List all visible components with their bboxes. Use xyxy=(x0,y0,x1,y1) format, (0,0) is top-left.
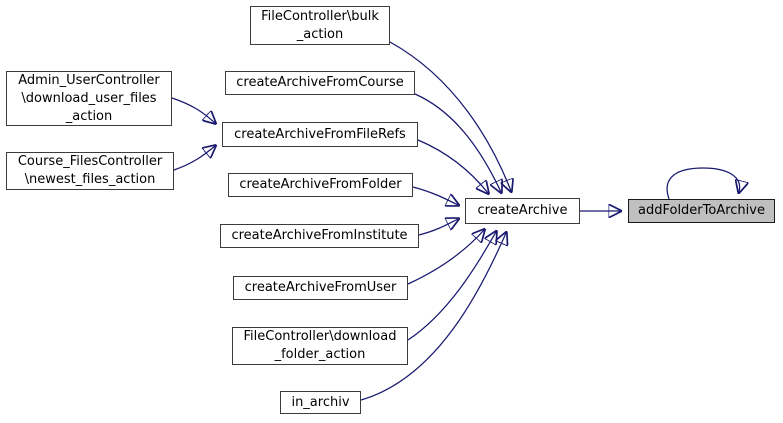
edge-bulk-action-to-createarchive xyxy=(389,41,511,191)
node-createarchivefrominstitute[interactable]: createArchiveFromInstitute xyxy=(220,224,419,248)
node-label-line: \newest_files_action xyxy=(24,172,156,187)
edge-fromfilerefs-to-createarchive xyxy=(417,139,488,193)
node-createarchivefromfilerefs[interactable]: createArchiveFromFileRefs xyxy=(222,122,418,147)
node-label-line: FileController\download xyxy=(243,329,397,344)
node-in-archiv[interactable]: in_archiv xyxy=(280,391,361,414)
node-addfoldertoarchive[interactable]: addFolderToArchive xyxy=(628,199,775,223)
node-label-line: addFolderToArchive xyxy=(638,203,765,218)
node-label-line: createArchive xyxy=(477,203,568,218)
node-label-line: _action xyxy=(296,26,344,42)
edge-fromuser-to-createarchive xyxy=(407,230,484,285)
node-label-line: Course_FilesController xyxy=(17,154,163,169)
edge-addfoldertoarchive-self-loop xyxy=(666,167,740,200)
node-label-line: createArchiveFromFolder xyxy=(239,177,402,192)
node-label-line: createArchiveFromCourse xyxy=(236,75,404,90)
node-label-line: FileController\bulk xyxy=(261,8,379,24)
node-label-line: createArchiveFromInstitute xyxy=(231,228,408,243)
edge-in-archiv-to-createarchive xyxy=(360,233,506,401)
node-label-line: _action xyxy=(65,108,113,124)
edge-fromcourse-to-createarchive xyxy=(414,93,501,192)
node-label-line: _folder_action xyxy=(274,347,366,362)
node-filecontroller-bulk-action[interactable]: FileController\bulk _action xyxy=(250,6,390,45)
node-filecontroller-download-folder-action[interactable]: FileController\download _folder_action xyxy=(232,327,408,365)
node-label-line: in_archiv xyxy=(291,394,350,410)
edge-download-folder-action-to-createarchive xyxy=(407,232,496,341)
edge-frominstitute-to-createarchive xyxy=(418,219,458,236)
node-createarchivefromuser[interactable]: createArchiveFromUser xyxy=(233,276,408,300)
node-createarchivefromfolder[interactable]: createArchiveFromFolder xyxy=(228,173,413,197)
edge-course-filescontroller-to-fromfilerefs xyxy=(173,146,215,171)
edge-fromfolder-to-createarchive xyxy=(412,186,458,205)
node-label-line: createArchiveFromUser xyxy=(244,280,397,295)
node-label-line: createArchiveFromFileRefs xyxy=(234,126,406,142)
node-course-filescontroller-newest-files-action[interactable]: Course_FilesController \newest_files_act… xyxy=(6,152,174,190)
edge-admin-usercontroller-to-fromfilerefs xyxy=(171,97,215,123)
node-label-line: Admin_UserController xyxy=(18,72,160,88)
node-createarchivefromcourse[interactable]: createArchiveFromCourse xyxy=(225,71,415,95)
node-createarchive[interactable]: createArchive xyxy=(465,198,580,224)
node-admin-usercontroller-download-user-files-action[interactable]: Admin_UserController \download_user_file… xyxy=(6,71,172,126)
node-label-line: \download_user_files xyxy=(21,90,157,106)
